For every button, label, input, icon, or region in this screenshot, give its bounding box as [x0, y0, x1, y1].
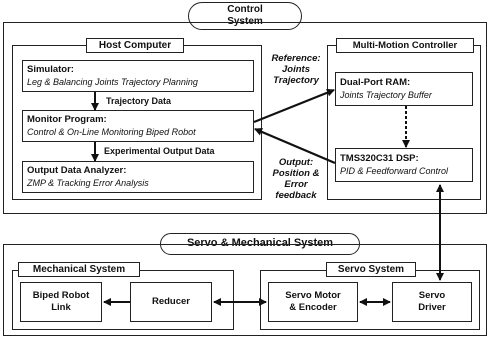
simulator-desc: Leg & Balancing Joints Trajectory Planni… — [27, 77, 198, 87]
servo-motor-encoder-node: Servo Motor & Encoder — [268, 282, 358, 322]
monitor-program-node: Monitor Program: Control & On-Line Monit… — [22, 110, 254, 142]
multi-motion-controller-label: Multi-Motion Controller — [336, 38, 474, 53]
simulator-node: Simulator: Leg & Balancing Joints Trajec… — [22, 60, 254, 92]
output-line2: Position & — [272, 168, 320, 179]
control-system-group — [3, 22, 487, 214]
ram-desc: Joints Trajectory Buffer — [340, 90, 432, 100]
control-title-line2: System — [227, 16, 263, 27]
servo-system-label: Servo System — [326, 262, 416, 277]
reference-line1: Reference: — [271, 53, 321, 64]
reducer-label: Reducer — [151, 296, 190, 307]
biped-robot-link-node: Biped Robot Link — [20, 282, 102, 322]
reducer-node: Reducer — [130, 282, 212, 322]
simulator-title: Simulator: — [27, 64, 74, 75]
host-computer-label: Host Computer — [86, 38, 184, 53]
robot-line2: Link — [51, 302, 71, 313]
motor-line1: Servo Motor — [285, 290, 341, 301]
servo-mechanical-group — [3, 244, 487, 336]
dsp-node: TMS320C31 DSP: PID & Feedforward Control — [335, 148, 473, 182]
monitor-title: Monitor Program: — [27, 114, 107, 125]
driver-line2: Driver — [418, 302, 446, 313]
dual-port-ram-node: Dual-Port RAM: Joints Trajectory Buffer — [335, 72, 473, 106]
ram-title: Dual-Port RAM: — [340, 77, 411, 88]
mechanical-system-label: Mechanical System — [18, 262, 140, 277]
edge-monitor-to-ram — [253, 88, 335, 124]
control-title-line1: Control — [227, 4, 263, 15]
monitor-desc: Control & On-Line Monitoring Biped Robot — [27, 127, 196, 137]
analyzer-title: Output Data Analyzer: — [27, 165, 127, 176]
trajectory-data-label: Trajectory Data — [106, 96, 172, 106]
robot-line1: Biped Robot — [32, 290, 90, 301]
output-line1: Output: — [278, 157, 314, 168]
driver-line1: Servo — [418, 290, 446, 301]
output-line3: Error — [284, 179, 308, 190]
edge-dsp-to-monitor — [254, 127, 336, 165]
output-feedback-label: Output: Position & Error feedback — [268, 157, 324, 201]
reference-label: Reference: Joints Trajectory — [265, 53, 327, 86]
control-system-title: Control System — [188, 2, 302, 30]
analyzer-desc: ZMP & Tracking Error Analysis — [27, 178, 149, 188]
reference-line2: Joints — [282, 64, 310, 75]
servo-driver-node: Servo Driver — [392, 282, 472, 322]
experimental-output-label: Experimental Output Data — [104, 146, 215, 156]
output-line4: feedback — [275, 190, 317, 201]
motor-line2: & Encoder — [289, 302, 337, 313]
output-analyzer-node: Output Data Analyzer: ZMP & Tracking Err… — [22, 161, 254, 193]
dsp-desc: PID & Feedforward Control — [340, 166, 449, 176]
dsp-title: TMS320C31 DSP: — [340, 153, 419, 164]
reference-line3: Trajectory — [273, 75, 319, 86]
